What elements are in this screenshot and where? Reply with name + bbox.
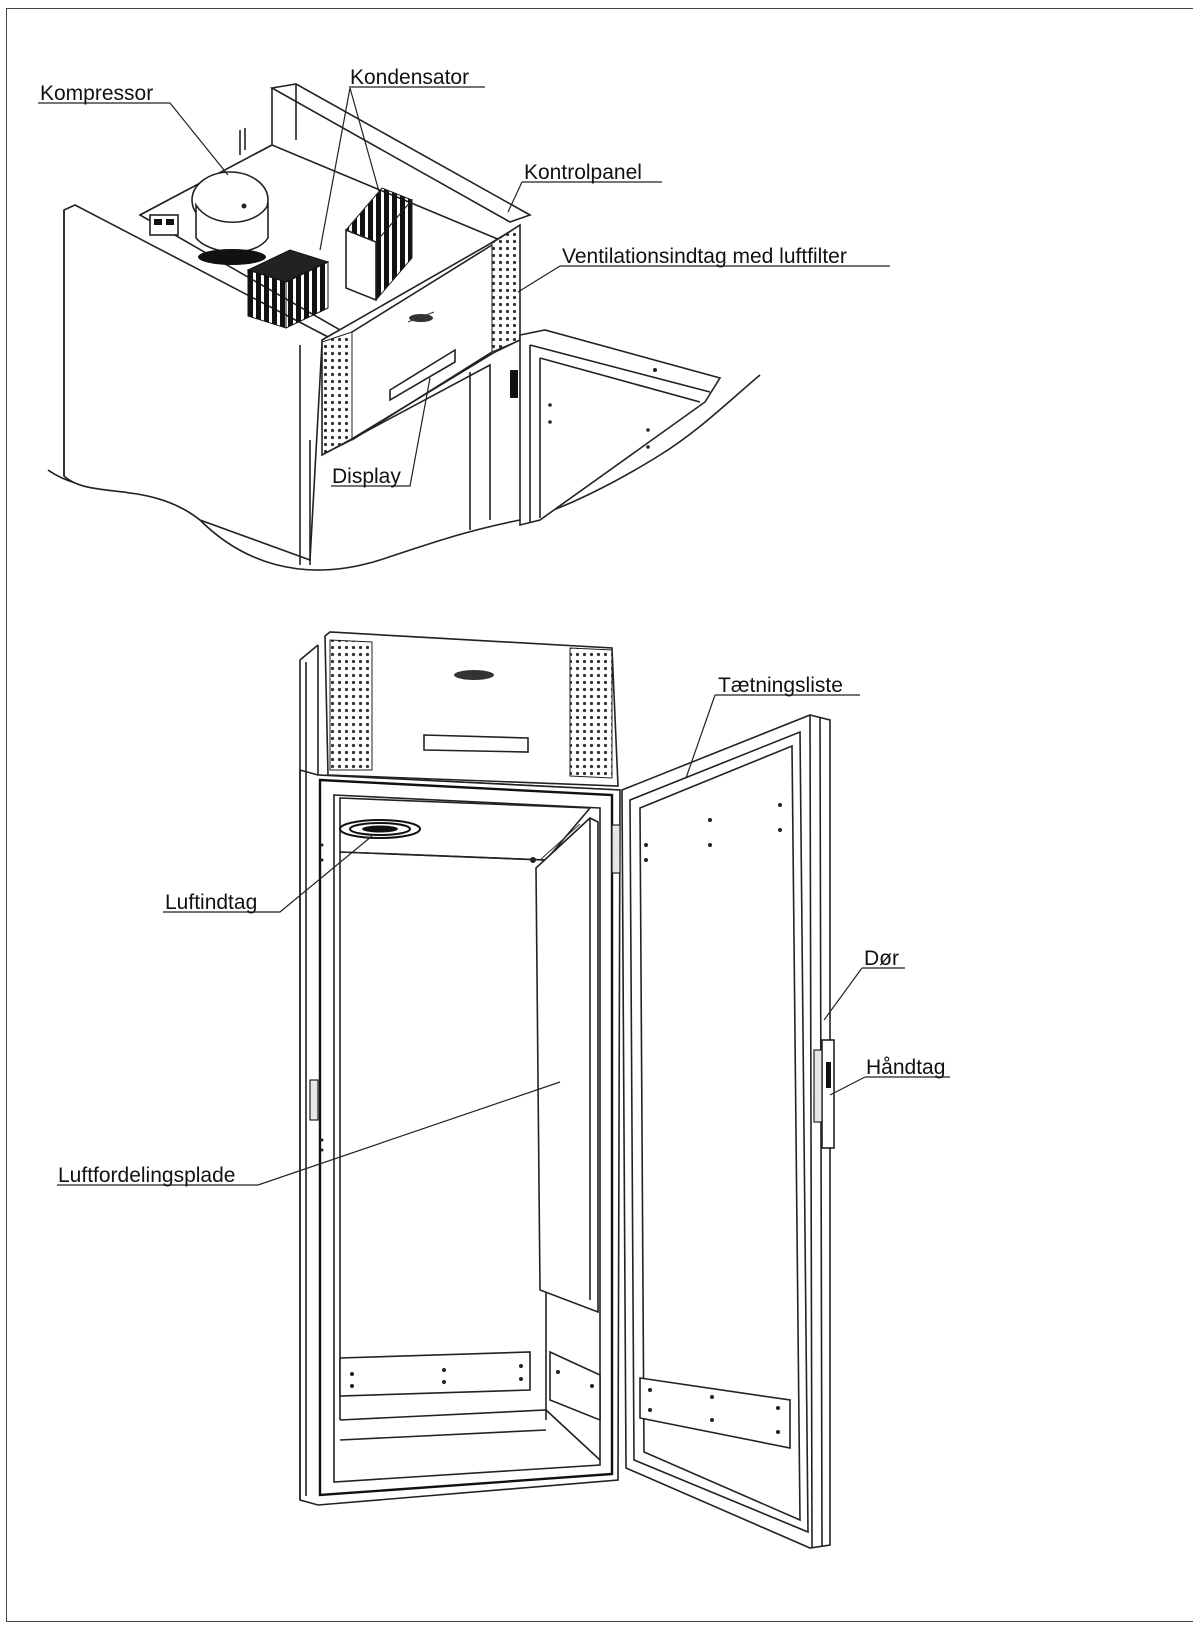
- label-dor: Dør: [864, 947, 899, 970]
- label-ventilation: Ventilationsindtag med luftfilter: [562, 245, 847, 268]
- top-detail-view: [38, 83, 890, 571]
- bottom-rails: [339, 1350, 601, 1441]
- control-panel-top: [321, 223, 521, 457]
- door-handle: [813, 1039, 835, 1149]
- label-kompressor: Kompressor: [40, 82, 153, 105]
- condenser-right: [345, 187, 413, 302]
- label-kontrolpanel: Kontrolpanel: [524, 161, 642, 184]
- air-inlet: [339, 819, 421, 839]
- control-unit: [317, 631, 621, 791]
- label-handtag: Håndtag: [866, 1056, 945, 1079]
- compressor: [149, 128, 269, 265]
- label-luftindtag: Luftindtag: [165, 891, 257, 914]
- label-taetningsliste: Tætningsliste: [718, 674, 843, 697]
- label-kondensator: Kondensator: [350, 66, 469, 89]
- condenser-left: [246, 249, 330, 329]
- bottom-full-view: [57, 631, 950, 1549]
- door-top-view: [510, 329, 722, 527]
- label-display: Display: [332, 465, 401, 488]
- open-door: [621, 714, 835, 1549]
- diagram-frame: [6, 8, 1193, 1622]
- air-distribution-plate: [530, 817, 599, 1314]
- label-luftfordelingsplade: Luftfordelingsplade: [58, 1164, 235, 1187]
